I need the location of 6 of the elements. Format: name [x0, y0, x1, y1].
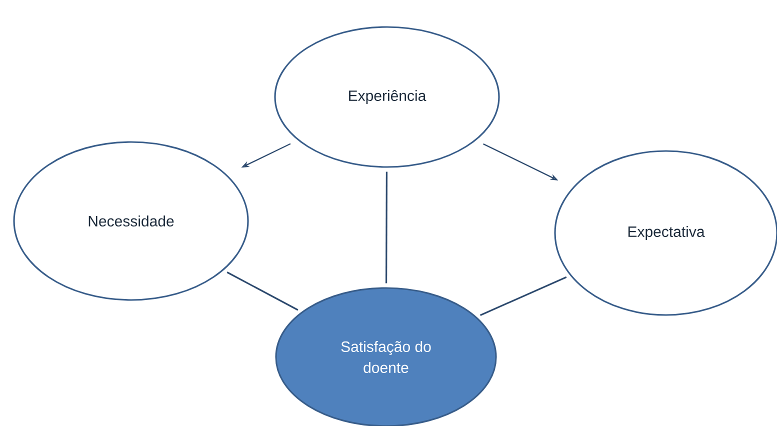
- ellipse-node: Satisfação do doente: [275, 287, 497, 426]
- connector-line: [226, 272, 298, 311]
- connector-line: [480, 276, 567, 316]
- connector-line: [385, 172, 388, 284]
- ellipse-node: Necessidade: [13, 141, 249, 301]
- ellipse-node: Experiência: [274, 26, 500, 168]
